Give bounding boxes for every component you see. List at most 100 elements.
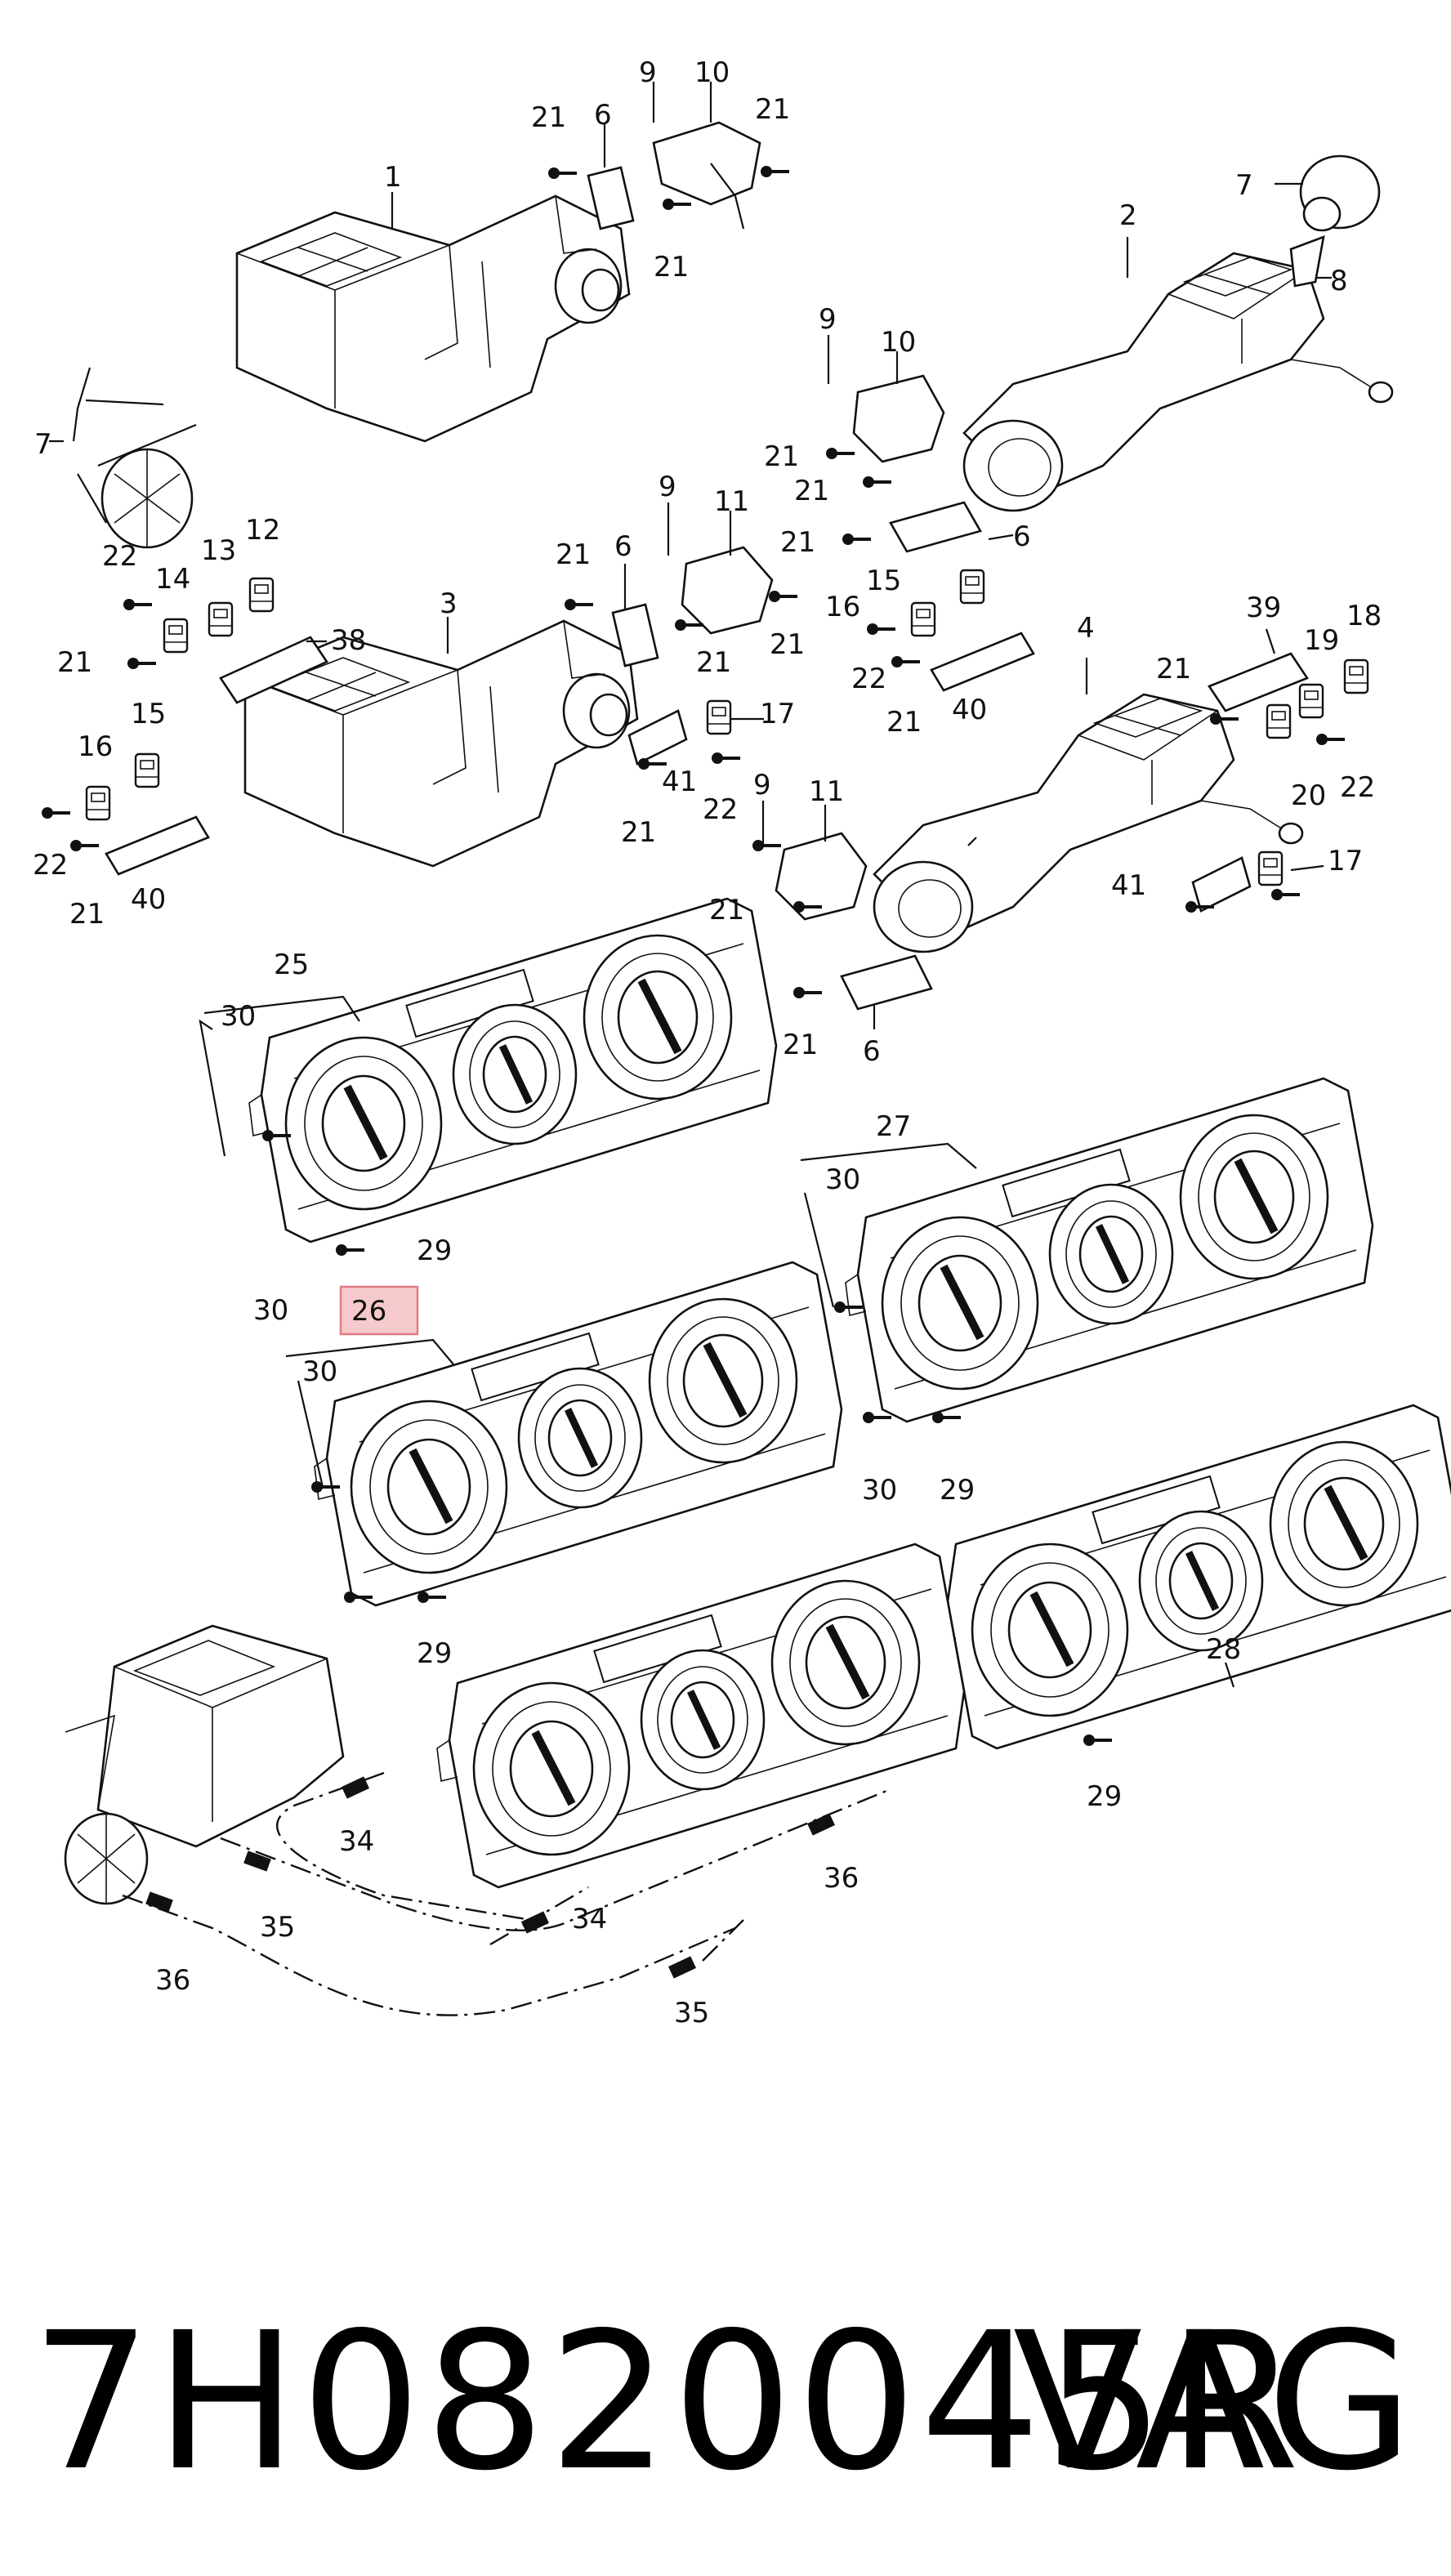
heater-unit-1 [235,194,631,443]
label: 41 [1111,869,1146,902]
label: 20 [1291,779,1326,812]
clip-19 [1298,683,1324,719]
plate-40-right [930,632,1035,692]
label: 2 [1119,199,1137,232]
label: 30 [253,1294,288,1327]
label: 21 [794,475,829,507]
label: 21 [780,526,815,559]
bracket-41-right [1191,856,1252,913]
footer: 7H0820045R VAG [0,2279,1451,2525]
actuator-10-mid [852,374,945,463]
control-panel-bottom [437,1544,964,1887]
label: 40 [131,883,166,916]
label: 30 [825,1163,860,1196]
label: 11 [714,485,749,518]
clip-15-right [959,569,985,605]
label: 21 [654,251,689,283]
label: 21 [783,1029,818,1061]
label: 8 [1330,265,1348,297]
label: 36 [155,1964,190,1997]
label: 29 [1087,1780,1122,1813]
control-panel-28 [935,1405,1451,1748]
label: 21 [755,93,790,126]
label: 16 [825,591,860,623]
label: 34 [339,1825,374,1858]
bracket-41-mid [627,709,688,766]
label: 16 [78,730,113,763]
clip-14 [163,618,189,654]
label: 22 [102,540,137,573]
bracket-6-c [611,603,659,667]
highlight-box [339,1285,419,1336]
label: 29 [417,1234,452,1267]
clip-17-mid [706,699,732,735]
label: 26 [351,1295,386,1328]
parts-diagram: 1 2 3 4 6 6 6 6 7 7 8 9 9 9 9 10 10 11 1… [33,56,1451,2029]
label: 27 [876,1110,911,1143]
label: 29 [417,1637,452,1670]
label: 14 [155,563,190,596]
clip-16-right [910,601,936,637]
plate-38 [219,636,328,704]
clip-18 [1343,659,1369,694]
label: 39 [1246,592,1281,624]
label: 21 [531,101,566,134]
label: 22 [33,849,68,882]
actuator-10-top [652,121,761,230]
label: 12 [245,514,280,547]
clip-16-left [85,785,111,821]
air-duct-2 [962,252,1394,512]
label: 28 [1206,1633,1241,1666]
label: 21 [770,628,805,661]
clip-13 [208,601,234,637]
part-number: 7H0820045R [31,2292,1303,2512]
air-duct-4 [873,693,1304,953]
label: 22 [703,793,738,826]
label: 18 [1346,600,1382,632]
label: 9 [659,471,676,503]
label: 1 [384,161,402,194]
clip-15-left [134,752,160,788]
label: 6 [614,530,632,563]
label: 3 [440,587,458,620]
actuator-11-mid [775,832,868,921]
label: 7 [1235,169,1253,202]
label: 9 [819,303,837,336]
label: 30 [221,1000,256,1033]
label: 21 [556,538,591,571]
label: 4 [1077,612,1095,645]
label: 25 [274,949,309,981]
plate-40-left [105,815,210,876]
part-labels: 1 2 3 4 6 6 6 6 7 7 8 9 9 9 9 10 10 11 1… [33,56,1382,2029]
brand-name: VAG [1012,2292,1418,2512]
label: 15 [131,698,166,730]
control-panel-27 [846,1078,1373,1422]
label: 41 [662,766,697,798]
label: 10 [694,56,730,89]
clip-17-right [1257,850,1284,886]
label: 21 [69,898,105,931]
label: 9 [753,769,771,801]
label: 38 [331,624,366,657]
bowden-cables [122,1771,891,2016]
label: 19 [1304,624,1339,657]
clip-20 [1266,703,1292,739]
label: 40 [952,694,987,726]
bracket-6-b [889,501,982,553]
label: 30 [302,1355,337,1388]
control-panel-25 [249,899,776,1242]
label: 6 [1013,520,1031,553]
label: 21 [621,816,656,849]
label: 7 [34,428,52,461]
label: 22 [1340,771,1375,804]
label: 17 [1328,845,1363,877]
servo-motor-7-right [1289,154,1381,288]
label: 17 [760,698,795,730]
label: 9 [639,56,657,89]
bracket-6-d [840,954,933,1011]
label: 6 [594,99,612,132]
label: 21 [57,646,92,679]
actuator-11-top [681,546,774,635]
fan-motor-7-left [97,423,197,549]
label: 6 [863,1035,881,1068]
